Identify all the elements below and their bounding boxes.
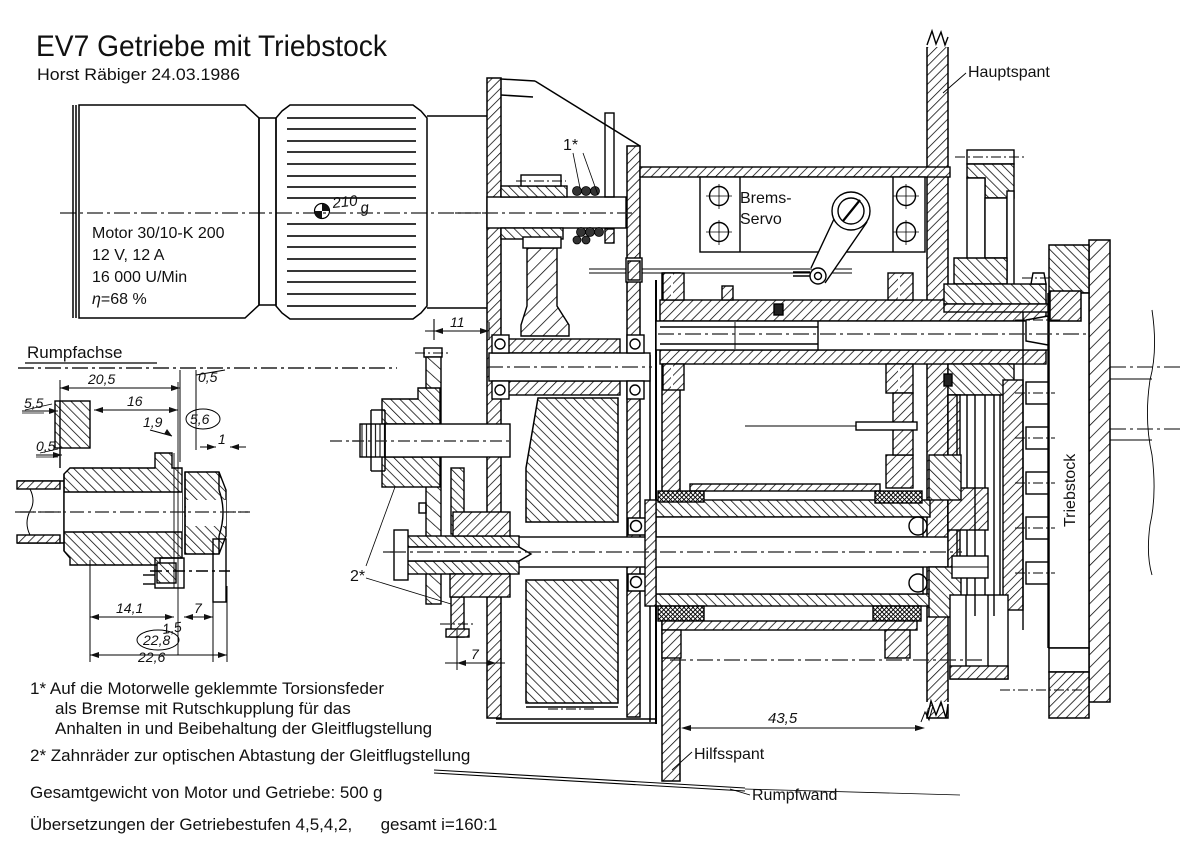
svg-text:1* Auf die Motorwelle geklemmt: 1* Auf die Motorwelle geklemmte Torsions… <box>30 679 384 698</box>
svg-text:22,6: 22,6 <box>137 649 165 665</box>
svg-text:als Bremse mit Rutschkupplung: als Bremse mit Rutschkupplung für das <box>55 699 351 718</box>
svg-text:Rumpfwand: Rumpfwand <box>752 787 837 804</box>
svg-text:Servo: Servo <box>740 211 782 228</box>
svg-text:210: 210 <box>331 192 359 212</box>
svg-text:Anhalten in und Beibehaltung d: Anhalten in und Beibehaltung der Gleitfl… <box>55 719 432 738</box>
svg-text:Brems-: Brems- <box>740 190 792 207</box>
svg-text:Gesamtgewicht von Motor und Ge: Gesamtgewicht von Motor und Getriebe: 50… <box>30 783 382 802</box>
svg-text:0,5: 0,5 <box>36 438 56 454</box>
svg-text:7: 7 <box>471 646 480 662</box>
svg-text:g: g <box>360 199 371 217</box>
svg-text:5,5: 5,5 <box>24 395 44 411</box>
svg-text:1*: 1* <box>563 137 578 154</box>
svg-text:16 000 U/Min: 16 000 U/Min <box>92 269 187 286</box>
svg-text:Horst Räbiger 24.03.1986: Horst Räbiger 24.03.1986 <box>37 65 240 84</box>
svg-text:Triebstock: Triebstock <box>1062 453 1079 527</box>
svg-text:43,5: 43,5 <box>768 710 798 727</box>
svg-text:1,5: 1,5 <box>161 618 183 637</box>
svg-text:η=68 %: η=68 % <box>92 291 147 308</box>
svg-text:22,8: 22,8 <box>142 632 170 648</box>
svg-text:EV7 Getriebe mit Triebstock: EV7 Getriebe mit Triebstock <box>36 30 388 63</box>
svg-text:Rumpfachse: Rumpfachse <box>27 343 122 362</box>
svg-text:1: 1 <box>218 431 226 447</box>
svg-text:16: 16 <box>127 393 143 409</box>
svg-text:14,1: 14,1 <box>116 600 143 616</box>
svg-text:2* Zahnräder zur optischen Abt: 2* Zahnräder zur optischen Abtastung der… <box>30 746 470 765</box>
svg-text:7: 7 <box>194 600 203 616</box>
svg-text:5,6: 5,6 <box>190 411 210 427</box>
svg-text:0,5: 0,5 <box>198 369 218 385</box>
svg-text:2*: 2* <box>350 568 365 585</box>
svg-text:Übersetzungen der Getriebestuf: Übersetzungen der Getriebestufen 4,5,4,2… <box>30 815 497 834</box>
svg-text:1,9: 1,9 <box>143 414 163 430</box>
svg-text:Motor 30/10-K 200: Motor 30/10-K 200 <box>92 225 225 242</box>
svg-text:Hilfsspant: Hilfsspant <box>694 746 765 763</box>
svg-text:11: 11 <box>450 314 465 330</box>
svg-text:20,5: 20,5 <box>87 371 115 387</box>
svg-text:Hauptspant: Hauptspant <box>968 64 1050 81</box>
svg-text:12 V, 12 A: 12 V, 12 A <box>92 247 165 264</box>
